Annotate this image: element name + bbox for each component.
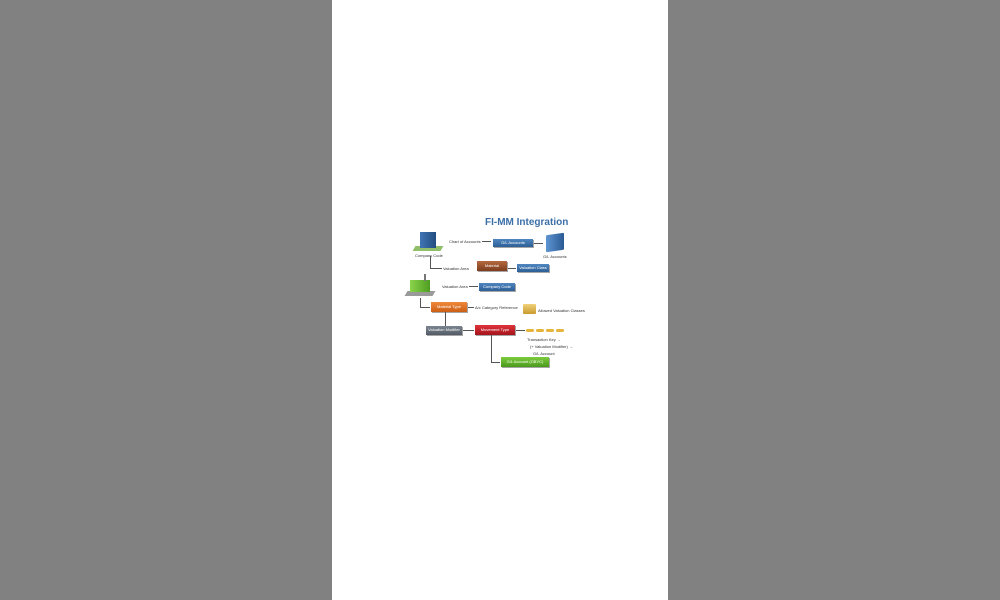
valuation-area-label-2: Valuation Area <box>442 284 468 289</box>
folder-icon <box>546 232 564 253</box>
allowed-valuation-classes-label: Allowed Valuation Classes <box>538 308 585 313</box>
gl-account-obyc-box: G/L Account (OBYC) <box>501 357 549 367</box>
transaction-key-label: Transaction Key → <box>527 337 561 342</box>
key-icon <box>536 329 544 332</box>
diagram-title: FI-MM Integration <box>485 217 569 228</box>
content-panel <box>332 0 668 600</box>
ac-category-reference-label: A/c Category Reference <box>475 305 518 310</box>
company-code-label: Company Code <box>415 253 443 258</box>
building-icon <box>412 230 444 252</box>
valuation-modifier-box: Valuation Modifier <box>426 326 462 335</box>
material-box: Material <box>477 261 507 271</box>
gl-accounts-label: G/L Accounts <box>543 254 567 259</box>
valuation-modifier-note: (+ Valuation Modifier) → <box>530 344 573 349</box>
factory-icon <box>404 274 436 298</box>
valuation-class-box: Valuation Class <box>517 264 549 272</box>
chart-of-accounts-label: Chart of Accounts <box>449 239 481 244</box>
valuation-area-label-1: Valuation Area <box>443 266 469 271</box>
gl-accounts-box: G/L Accounts <box>493 239 533 247</box>
box-icon <box>523 304 536 314</box>
key-icon <box>526 329 534 332</box>
fi-mm-diagram: FI-MM Integration Company Code Chart of … <box>400 210 600 380</box>
material-type-box: Material Type <box>431 302 467 312</box>
key-icon <box>556 329 564 332</box>
movement-type-box: Movement Type <box>475 325 515 335</box>
company-code-box: Company Code <box>479 283 515 291</box>
gl-account-label: G/L Account <box>533 351 555 356</box>
key-icon <box>546 329 554 332</box>
